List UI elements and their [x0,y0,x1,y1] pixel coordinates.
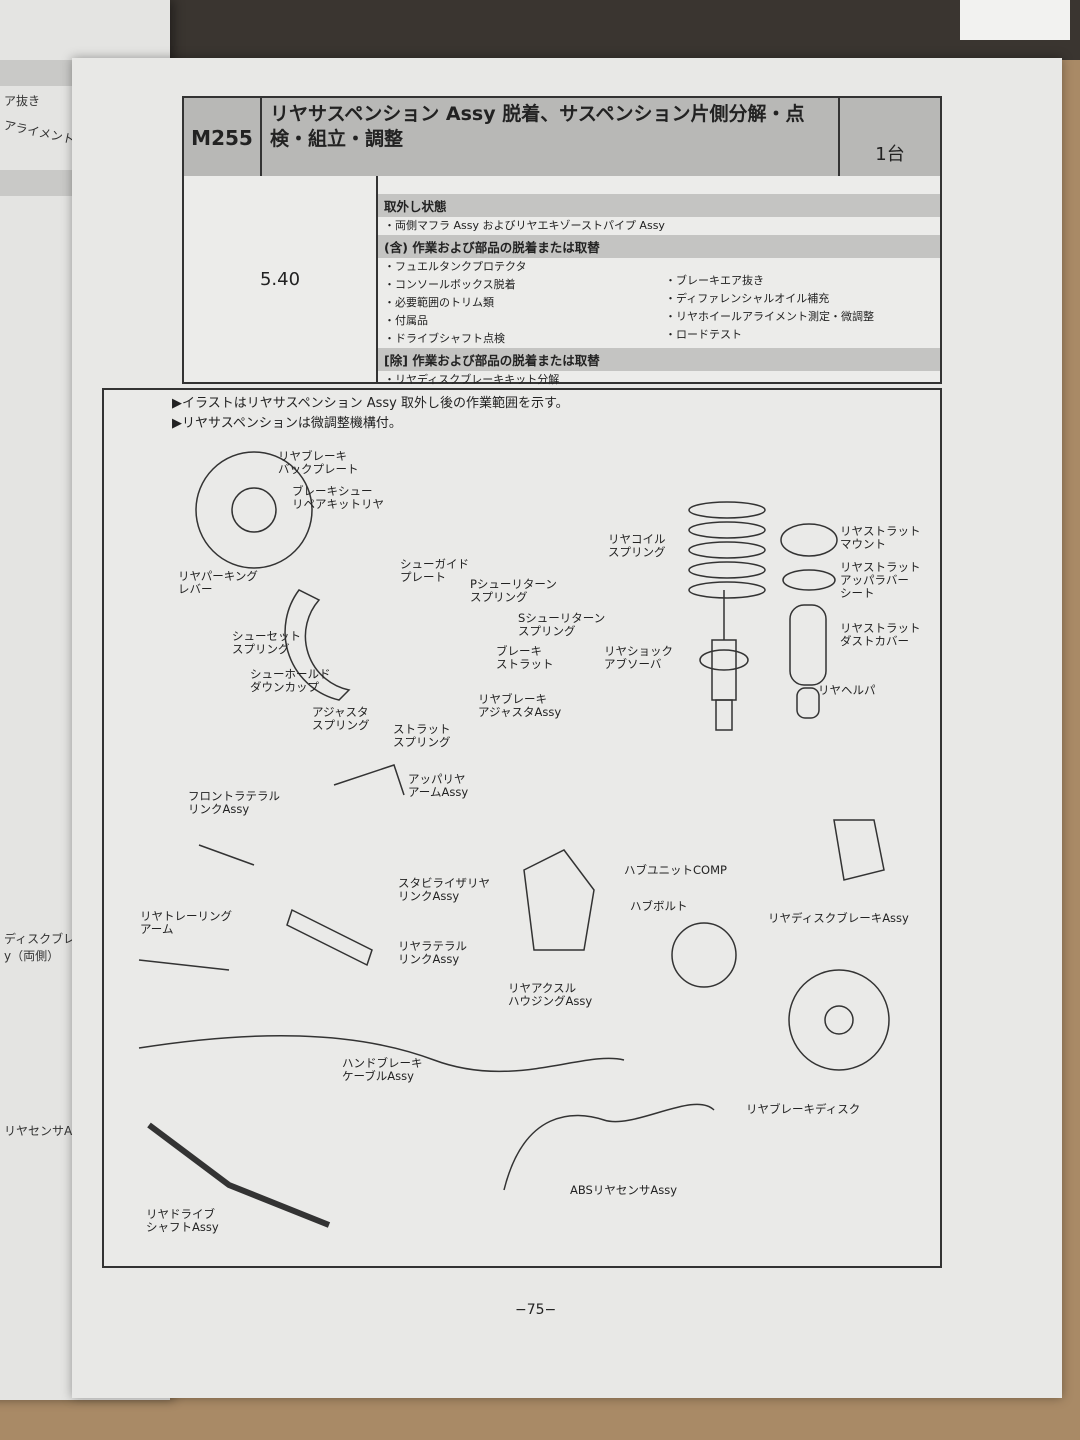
left-text: ア抜き [4,94,41,108]
list-item: ・ドライブシャフト点検 [384,332,505,345]
rear-lateral-link-drawing [286,908,373,967]
part-label: ブレーキシュー リペアキットリヤ [292,484,384,511]
list-item: ・ブレーキエア抜き [665,274,764,287]
part-label: Sシューリターン スプリング [518,611,606,638]
part-label: スタビライザリヤ リンクAssy [398,876,490,903]
included-heading: (含) 作業および部品の脱着または取替 [378,235,940,258]
part-label: ブレーキ ストラット [496,644,554,671]
labor-hours: 5.40 [184,176,378,382]
removal-state-heading: 取外し状態 [378,194,940,217]
part-label: リヤストラット ダストカバー [840,621,921,648]
list-item: ・付属品 [384,314,428,327]
part-label: リヤトレーリング アーム [140,909,232,936]
abs-sensor-drawing [503,1103,715,1191]
part-label: ストラット スプリング [393,722,451,749]
part-label: ハブボルト [630,899,688,913]
background-desk [0,0,1080,60]
part-label: リヤドライブ シャフトAssy [146,1207,219,1234]
part-label: アジャスタ スプリング [312,705,370,732]
axle-housing-drawing [523,849,595,951]
list-item: ・フュエルタンクプロテクタ [384,260,527,273]
list-item: ・リヤディスクブレーキキット分解 [384,373,560,386]
part-label: リヤヘルパ [818,683,876,697]
part-label: ハンドブレーキ ケーブルAssy [342,1056,423,1083]
dust-cover-drawing [789,604,827,719]
quantity: 1台 [838,98,940,178]
part-label: リヤストラット マウント [840,524,921,551]
list-item: ・必要範囲のトリム類 [384,296,494,309]
trailing-arm-drawing [138,959,230,971]
work-table: 5.40 取外し状態 ・両側マフラ Assy およびリヤエキゾーストパイプ As… [182,176,942,386]
upper-arm-drawing [333,764,405,796]
list-item: ・リヤホイールアライメント測定・微調整 [665,310,874,323]
hub-unit-drawing [671,922,737,988]
part-label: リヤパーキング レバー [178,569,258,596]
drive-shaft-drawing [147,1122,331,1228]
part-label: リヤアクスル ハウジングAssy [508,981,593,1008]
shock-absorber-drawing [699,590,749,731]
paper-edge [960,0,1070,40]
strut-mount-drawing [780,523,838,591]
backplate-hub-drawing [231,487,277,533]
part-label: リヤディスクブレーキAssy [768,911,909,925]
work-details: 取外し状態 ・両側マフラ Assy およびリヤエキゾーストパイプ Assy (含… [378,176,940,386]
handbrake-cable-drawing [138,1034,625,1073]
part-label: リヤブレーキ バックプレート [278,449,359,476]
part-label: シューセット スプリング [232,629,301,656]
part-label: フロントラテラル リンクAssy [188,789,280,816]
part-label: アッパリヤ アームAssy [408,772,469,799]
part-label: リヤブレーキディスク [746,1102,861,1116]
parts-diagram [102,388,942,1268]
part-label: リヤコイル スプリング [608,532,666,559]
page-number: −75− [515,1302,557,1318]
note: ▶イラストはリヤサスペンション Assy 取外し後の作業範囲を示す。 [172,396,569,411]
brake-disc-drawing [788,969,890,1071]
left-text: リヤセンサAssy [4,1124,92,1138]
part-label: リヤブレーキ アジャスタAssy [478,692,562,719]
part-label: シューホールド ダウンカップ [250,667,331,694]
part-label: ABSリヤセンサAssy [570,1183,678,1197]
excluded-heading: [除] 作業および部品の脱着または取替 [378,348,940,371]
lateral-link-drawing [198,844,255,866]
note: ▶リヤサスペンションは微調整機構付。 [172,416,402,431]
list-item: ・ロードテスト [665,328,742,341]
list-item: ・両側マフラ Assy およびリヤエキゾーストパイプ Assy [384,219,665,232]
part-label: Pシューリターン スプリング [470,577,557,604]
section-title: リヤサスペンション Assy 脱着、サスペンション片側分解・点検・組立・調整 [270,103,805,150]
part-label: ハブユニットCOMP [624,863,727,877]
brake-shoe-drawing [284,589,351,701]
section-code: M255 [184,98,262,178]
coil-spring-drawing [688,501,766,599]
backplate-drawing [195,451,313,569]
parts-illustration [138,451,890,1228]
caliper-drawing [833,819,885,881]
part-label: シューガイド プレート [400,557,469,584]
part-label: リヤショック アブソーバ [604,644,673,671]
part-label: リヤストラット アッパラバー シート [840,560,921,600]
section-header: M255 リヤサスペンション Assy 脱着、サスペンション片側分解・点検・組立… [182,96,942,180]
list-item: ・コンソールボックス脱着 [384,278,516,291]
list-item: ・ディファレンシャルオイル補充 [665,292,830,305]
part-label: リヤラテラル リンクAssy [398,939,467,966]
